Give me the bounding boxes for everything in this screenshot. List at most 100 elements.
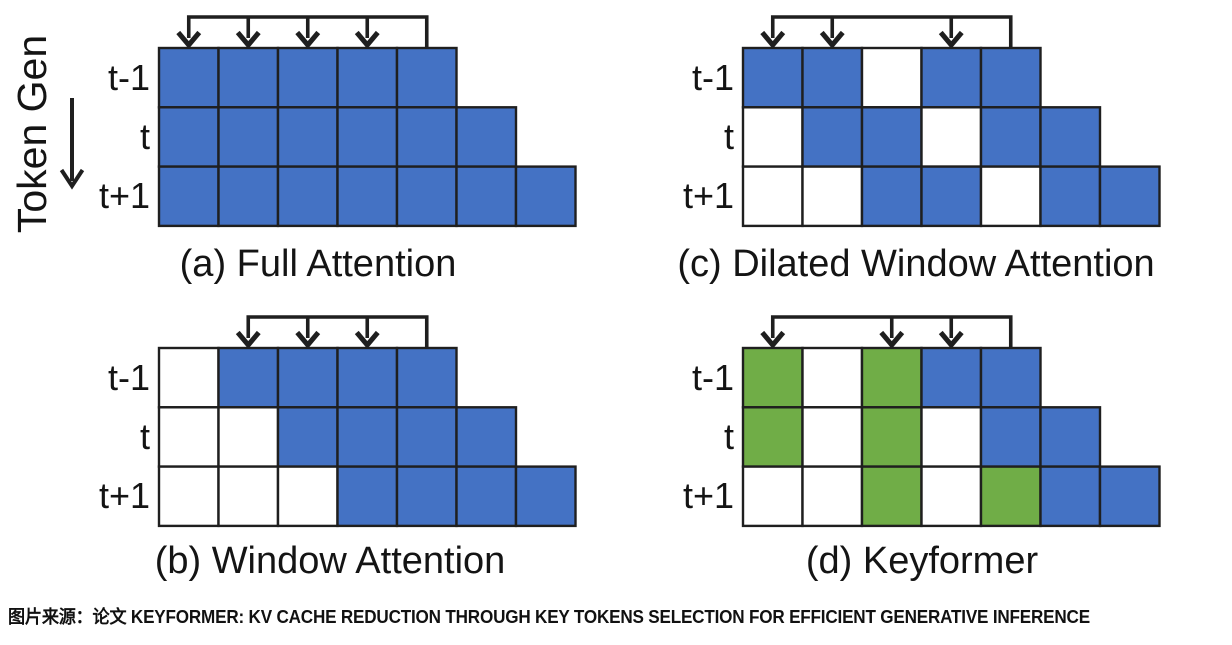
cell-d-r1-c5 xyxy=(1039,406,1102,468)
cell-a-r1-c3 xyxy=(336,106,399,168)
cell-d-r1-c3 xyxy=(920,406,983,468)
cell-d-r2-c1 xyxy=(801,465,864,528)
cell-c-r2-c3 xyxy=(920,165,983,228)
cell-d-r2-c0 xyxy=(741,465,804,528)
down-arrow-icon xyxy=(938,30,964,49)
row-label-a-t: t xyxy=(139,115,150,157)
down-arrow-icon xyxy=(176,30,202,49)
cell-b-r0-c1 xyxy=(217,346,280,409)
panel-b-grid xyxy=(157,346,577,528)
attention-bracket-line xyxy=(770,15,1013,47)
image-source-note: 图片来源：论文 KEYFORMER: KV CACHE REDUCTION TH… xyxy=(8,607,1090,627)
cell-d-r1-c4 xyxy=(979,406,1042,468)
panel-a-attention-arrows xyxy=(176,15,429,49)
cell-d-r1-c1 xyxy=(801,406,864,468)
cell-b-r2-c5 xyxy=(455,465,518,528)
cell-d-r2-c4 xyxy=(979,465,1042,528)
cell-b-r1-c0 xyxy=(157,406,220,468)
panel-c-grid xyxy=(741,46,1161,228)
cell-a-r2-c4 xyxy=(395,165,458,228)
cell-d-r2-c6 xyxy=(1098,465,1161,528)
down-arrow-icon xyxy=(760,330,786,349)
cell-c-r1-c2 xyxy=(860,106,923,168)
caption-a: (a) Full Attention xyxy=(179,243,457,285)
row-label-a-t-1: t-1 xyxy=(107,56,150,98)
cell-b-r1-c3 xyxy=(336,406,399,468)
cell-c-r0-c0 xyxy=(741,46,804,109)
cell-b-r2-c2 xyxy=(276,465,339,528)
panel-d-grid xyxy=(741,346,1161,528)
cell-d-r0-c3 xyxy=(920,346,983,409)
cell-d-r1-c0 xyxy=(741,406,804,468)
down-arrow-icon xyxy=(295,330,321,349)
cell-c-r0-c3 xyxy=(920,46,983,109)
caption-d: (d) Keyformer xyxy=(805,540,1039,582)
cell-a-r0-c2 xyxy=(276,46,339,109)
cell-d-r0-c2 xyxy=(860,346,923,409)
cell-c-r2-c5 xyxy=(1039,165,1102,228)
token-gen-direction-arrow xyxy=(59,98,85,190)
attention-bracket-line xyxy=(246,315,429,347)
down-arrow-icon xyxy=(235,30,261,49)
cell-a-r1-c0 xyxy=(157,106,220,168)
row-label-d-t: t xyxy=(723,415,734,457)
cell-b-r1-c2 xyxy=(276,406,339,468)
cell-b-r0-c4 xyxy=(395,346,458,409)
panel-c-attention-arrows xyxy=(760,15,1013,49)
cell-b-r0-c0 xyxy=(157,346,220,409)
cell-c-r0-c4 xyxy=(979,46,1042,109)
cell-c-r2-c0 xyxy=(741,165,804,228)
cell-d-r1-c2 xyxy=(860,406,923,468)
cell-b-r1-c4 xyxy=(395,406,458,468)
down-arrow-icon xyxy=(879,330,905,349)
caption-c: (c) Dilated Window Attention xyxy=(677,243,1155,285)
down-arrow-icon xyxy=(354,30,380,49)
cell-a-r0-c4 xyxy=(395,46,458,109)
cell-b-r2-c0 xyxy=(157,465,220,528)
cell-c-r1-c4 xyxy=(979,106,1042,168)
cell-d-r0-c1 xyxy=(801,346,864,409)
cell-c-r2-c1 xyxy=(801,165,864,228)
cell-c-r1-c0 xyxy=(741,106,804,168)
row-label-c-t-1: t-1 xyxy=(691,56,734,98)
cell-b-r1-c1 xyxy=(217,406,280,468)
cell-d-r0-c0 xyxy=(741,346,804,409)
row-label-b-t-1: t-1 xyxy=(107,356,150,398)
down-arrow-icon xyxy=(819,30,845,49)
down-arrow-icon xyxy=(938,330,964,349)
down-arrow-icon xyxy=(760,30,786,49)
panel-d-attention-arrows xyxy=(760,315,1013,349)
cell-a-r0-c0 xyxy=(157,46,220,109)
cell-a-r2-c3 xyxy=(336,165,399,228)
cell-b-r2-c3 xyxy=(336,465,399,528)
cell-a-r0-c3 xyxy=(336,46,399,109)
cell-a-r2-c2 xyxy=(276,165,339,228)
cell-c-r1-c3 xyxy=(920,106,983,168)
cell-a-r2-c6 xyxy=(514,165,577,228)
cell-b-r1-c5 xyxy=(455,406,518,468)
cell-c-r2-c4 xyxy=(979,165,1042,228)
down-arrow-icon xyxy=(235,330,261,349)
cell-a-r1-c5 xyxy=(455,106,518,168)
row-label-b-t: t xyxy=(139,415,150,457)
row-label-a-t+1: t+1 xyxy=(98,175,150,217)
cell-b-r0-c3 xyxy=(336,346,399,409)
cell-b-r2-c6 xyxy=(514,465,577,528)
cell-a-r1-c1 xyxy=(217,106,280,168)
cell-c-r2-c2 xyxy=(860,165,923,228)
cell-a-r1-c4 xyxy=(395,106,458,168)
cell-a-r2-c5 xyxy=(455,165,518,228)
cell-c-r1-c1 xyxy=(801,106,864,168)
cell-a-r1-c2 xyxy=(276,106,339,168)
cell-d-r2-c3 xyxy=(920,465,983,528)
caption-b: (b) Window Attention xyxy=(154,540,506,582)
cell-a-r2-c0 xyxy=(157,165,220,228)
cell-d-r0-c4 xyxy=(979,346,1042,409)
panel-b-attention-arrows xyxy=(235,315,429,349)
cell-c-r1-c5 xyxy=(1039,106,1102,168)
down-arrow-icon xyxy=(295,30,321,49)
row-label-d-t+1: t+1 xyxy=(682,475,734,517)
cell-b-r2-c1 xyxy=(217,465,280,528)
